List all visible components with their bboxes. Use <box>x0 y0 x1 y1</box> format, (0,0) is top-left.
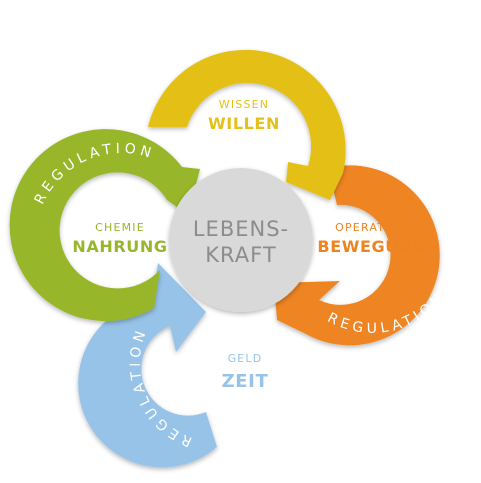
bottom-small-label: GELD <box>228 352 263 365</box>
center-label-line2: KRAFT <box>205 243 276 267</box>
center-label-line1: LEBENS- <box>193 217 289 241</box>
top-small-label: WISSEN <box>219 98 269 111</box>
ring-shape-bottom <box>78 263 217 468</box>
left-big-label: NAHRUNG <box>72 237 167 256</box>
bottom-big-label: ZEIT <box>222 371 269 392</box>
right-big-label: BEWEGUNG <box>317 237 426 256</box>
ring-shape-top <box>148 49 346 201</box>
top-big-label: WILLEN <box>208 114 280 133</box>
left-small-label: CHEMIE <box>95 221 145 234</box>
center-circle <box>169 168 313 312</box>
ring-shape-right <box>274 165 440 346</box>
ring-shape-left <box>9 129 201 322</box>
right-small-label: OPERATION <box>335 221 409 234</box>
